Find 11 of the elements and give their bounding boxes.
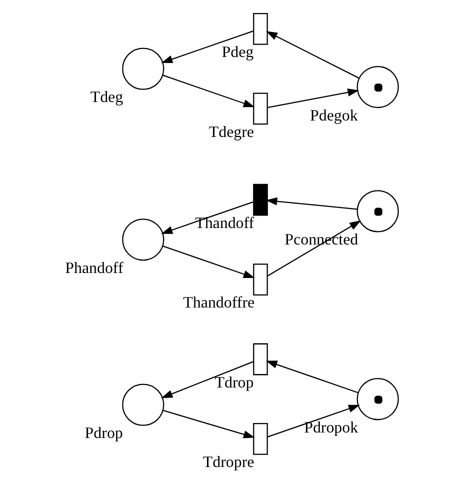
node-label: Pdeg — [221, 44, 254, 61]
node-label: Pdrop — [84, 424, 122, 442]
node-label: Tdeg — [90, 88, 123, 106]
node-label: Pdropok — [304, 418, 358, 436]
node-label: Tdegre — [208, 123, 254, 140]
node-label: Pdegok — [310, 106, 358, 124]
node-label: Thandoffre — [182, 294, 254, 312]
node-label: Tdropre — [202, 454, 254, 471]
node-label: Phandoff — [64, 259, 123, 276]
node-label: Thandoff — [194, 214, 254, 232]
node-label: Tdrop — [214, 374, 254, 391]
